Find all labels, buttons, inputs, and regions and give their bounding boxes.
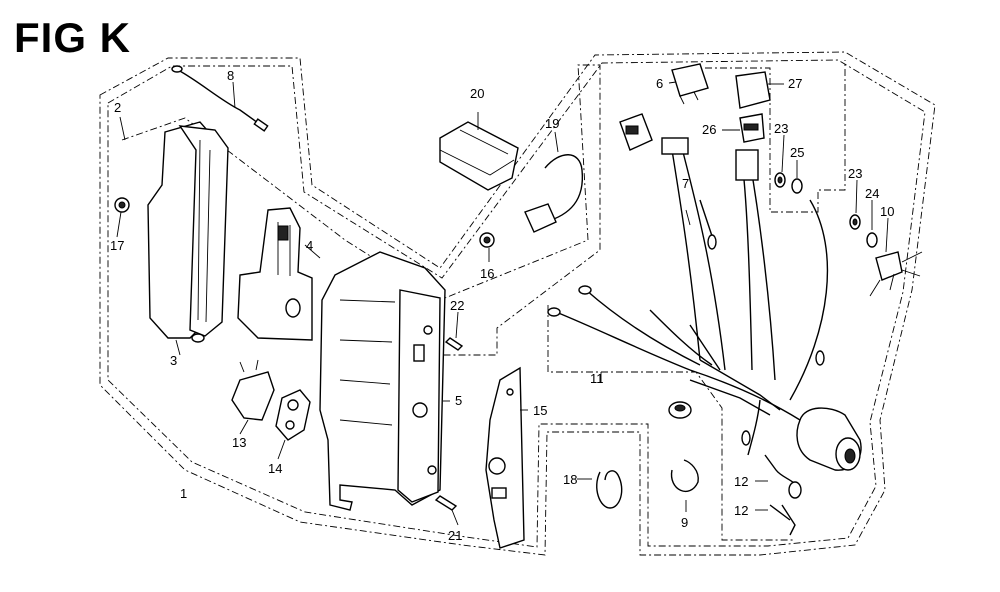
callout-2: 2 xyxy=(114,100,121,115)
screw-part-22 xyxy=(444,337,464,351)
switch-part-13 xyxy=(231,359,275,421)
fuse-cover-part-27 xyxy=(735,71,771,109)
callout-23b: 23 xyxy=(848,166,862,181)
solenoid-motor xyxy=(796,407,862,471)
callout-14: 14 xyxy=(268,461,282,476)
callout-19: 19 xyxy=(545,116,559,131)
terminal-part-10 xyxy=(869,251,923,297)
callout-3: 3 xyxy=(170,353,177,368)
relay-part-6 xyxy=(671,63,709,105)
assembly-outlines xyxy=(99,51,936,556)
callout-13: 13 xyxy=(232,435,246,450)
washer-part-23a xyxy=(774,172,786,188)
callout-labels: 8 2 17 3 4 5 20 19 6 7 27 26 23 25 23 24… xyxy=(110,68,894,543)
block-part-20 xyxy=(439,121,519,191)
cable-part-19 xyxy=(524,154,584,233)
callout-6: 6 xyxy=(656,76,663,91)
screw-part-17 xyxy=(114,197,130,213)
callout-10: 10 xyxy=(880,204,894,219)
callout-7: 7 xyxy=(682,176,689,191)
callout-11: 11 xyxy=(590,371,604,386)
grommet-part xyxy=(668,401,692,419)
washer-part-23b xyxy=(849,214,861,230)
callout-21: 21 xyxy=(448,528,462,543)
callout-22: 22 xyxy=(450,298,464,313)
screw-part-21 xyxy=(434,495,458,511)
callout-5: 5 xyxy=(455,393,462,408)
clamp-part-9 xyxy=(670,459,699,493)
callout-12b: 12 xyxy=(734,503,748,518)
callout-1: 1 xyxy=(180,486,187,501)
left-cover-part-3 xyxy=(147,121,229,343)
callout-27: 27 xyxy=(788,76,802,91)
clip-part-18 xyxy=(596,470,623,509)
washer-part-25 xyxy=(791,178,803,194)
callout-20: 20 xyxy=(470,86,484,101)
figure-title: FIG K xyxy=(14,14,131,61)
callout-4: 4 xyxy=(306,238,313,253)
clip-part-12a xyxy=(764,454,802,499)
leader-lines xyxy=(116,81,889,526)
control-box-part-5 xyxy=(319,251,446,511)
wire-part-8 xyxy=(171,65,269,132)
screw-part-16 xyxy=(479,232,495,248)
callout-26: 26 xyxy=(702,122,716,137)
callout-23a: 23 xyxy=(774,121,788,136)
callout-18: 18 xyxy=(563,472,577,487)
fuse-part-26 xyxy=(739,113,765,143)
callout-15: 15 xyxy=(533,403,547,418)
switch-part-14 xyxy=(275,389,311,441)
callout-12a: 12 xyxy=(734,474,748,489)
callout-25: 25 xyxy=(790,145,804,160)
callout-24: 24 xyxy=(865,186,879,201)
washer-part-24 xyxy=(866,232,878,248)
plate-part-15 xyxy=(485,366,525,549)
clip-part-12b xyxy=(769,504,796,536)
connector-part-7 xyxy=(619,113,653,151)
callout-8: 8 xyxy=(227,68,234,83)
wire-harness-part-11 xyxy=(547,137,829,456)
bracket-part-4 xyxy=(237,207,313,341)
callout-9: 9 xyxy=(681,515,688,530)
callout-16: 16 xyxy=(480,266,494,281)
callout-17: 17 xyxy=(110,238,124,253)
